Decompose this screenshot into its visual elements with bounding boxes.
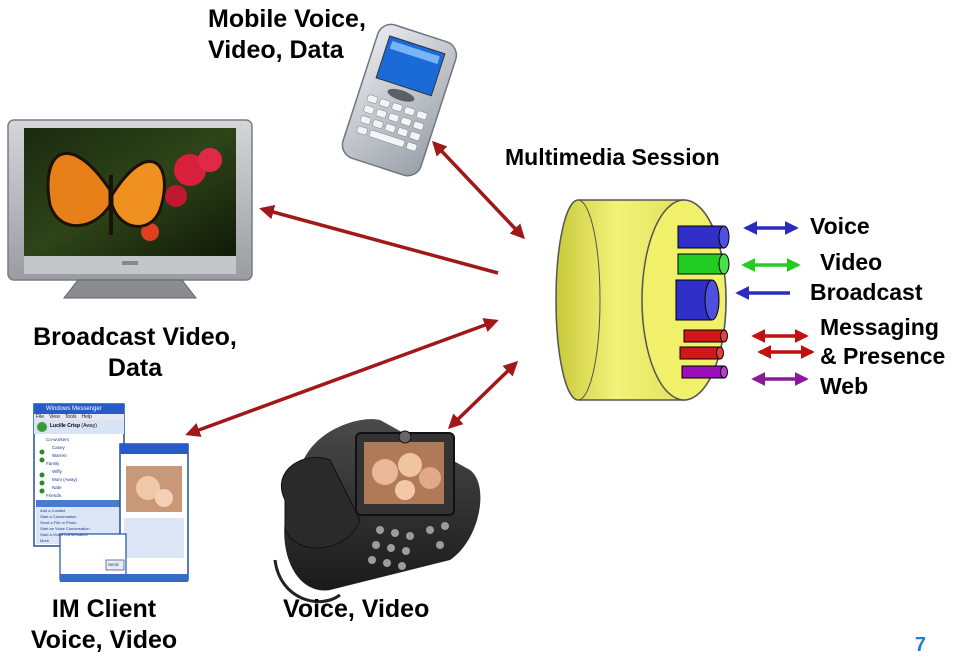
messaging-label: Messaging & Presence [820, 313, 945, 371]
broadcast-connection-arrow [259, 204, 499, 275]
broadcast-label-line-2: Data [107, 354, 163, 382]
im-user-name-text: Lucille Crisp [50, 423, 81, 429]
video-label: Video [820, 249, 883, 275]
phone-label: Voice, Video [283, 595, 430, 623]
mobile-label: Mobile Voice, Video, Data [208, 4, 366, 66]
phone-connection-arrow [447, 360, 519, 430]
im-group-family[interactable]: Family [46, 461, 60, 466]
im-group-coworkers[interactable]: Co-workers [46, 437, 70, 442]
channel-tube-web [681, 365, 728, 379]
broadcast-tv-image [7, 119, 253, 299]
im-contact[interactable]: Mom (Away) [52, 477, 78, 482]
im-menu-tools[interactable]: Tools [64, 414, 77, 420]
slide-number: 7 [914, 634, 926, 656]
mobile-label-line-1: Mobile Voice, [208, 5, 366, 33]
web-label: Web [820, 373, 869, 399]
channel-tube-broadcast [675, 279, 720, 321]
channel-tube-messaging [683, 329, 728, 343]
im-label-line-2: Voice, Video [30, 626, 178, 654]
im-contact-list: Co-workers Casey Warren Family Wiffy Mom… [46, 436, 77, 500]
im-user-status: (Away) [81, 423, 97, 429]
channel-tube-video [677, 253, 730, 275]
im-task-list: Add a Contact Start a Conversation Send … [40, 508, 90, 544]
im-task-start-conversation[interactable]: Start a Conversation [40, 514, 77, 519]
im-contact[interactable]: Nate [52, 485, 62, 490]
broadcast-channel-label: Broadcast [810, 279, 923, 305]
broadcast-label: Broadcast Video, Data [18, 322, 252, 384]
im-task-more[interactable]: More [40, 538, 50, 543]
im-window-title: Windows Messenger [46, 406, 102, 412]
mobile-connection-arrow [431, 140, 526, 240]
im-task-send-file[interactable]: Send a File or Photo [40, 520, 77, 525]
channel-tube-presence [679, 346, 724, 360]
im-group-friends[interactable]: Friends [46, 493, 62, 498]
im-send-button[interactable]: Send [108, 562, 119, 567]
im-connection-arrow [185, 318, 499, 437]
messaging-label-line-2: & Presence [820, 343, 946, 369]
im-contact[interactable]: Warren [52, 453, 67, 458]
im-menu-help[interactable]: Help [81, 414, 92, 420]
multimedia-session-label: Multimedia Session [505, 144, 720, 170]
im-menu-view[interactable]: View [49, 414, 60, 420]
im-window-menu: File View Tools Help [36, 414, 92, 420]
video-phone-image [273, 419, 481, 604]
mobile-phone-image [341, 23, 458, 177]
im-menu-file[interactable]: File [36, 414, 45, 420]
im-label-line-1: IM Client [51, 595, 157, 623]
im-contact[interactable]: Casey [52, 445, 65, 450]
im-task-video-conversation[interactable]: Start a Video Conversation [40, 532, 88, 537]
im-task-voice-conversation[interactable]: Start an Voice Conversation [40, 526, 90, 531]
mobile-label-line-2: Video, Data [208, 36, 344, 64]
im-user-name: Lucille Crisp (Away) [50, 423, 97, 430]
im-client-image [33, 403, 189, 582]
broadcast-label-line-1: Broadcast Video, [33, 323, 237, 351]
channel-tube-voice [677, 225, 730, 249]
im-label: IM Client Voice, Video [14, 594, 194, 656]
messaging-label-line-1: Messaging [820, 314, 939, 340]
im-contact[interactable]: Wiffy [52, 469, 62, 474]
voice-label: Voice [810, 213, 870, 239]
im-task-add-contact[interactable]: Add a Contact [40, 508, 66, 513]
